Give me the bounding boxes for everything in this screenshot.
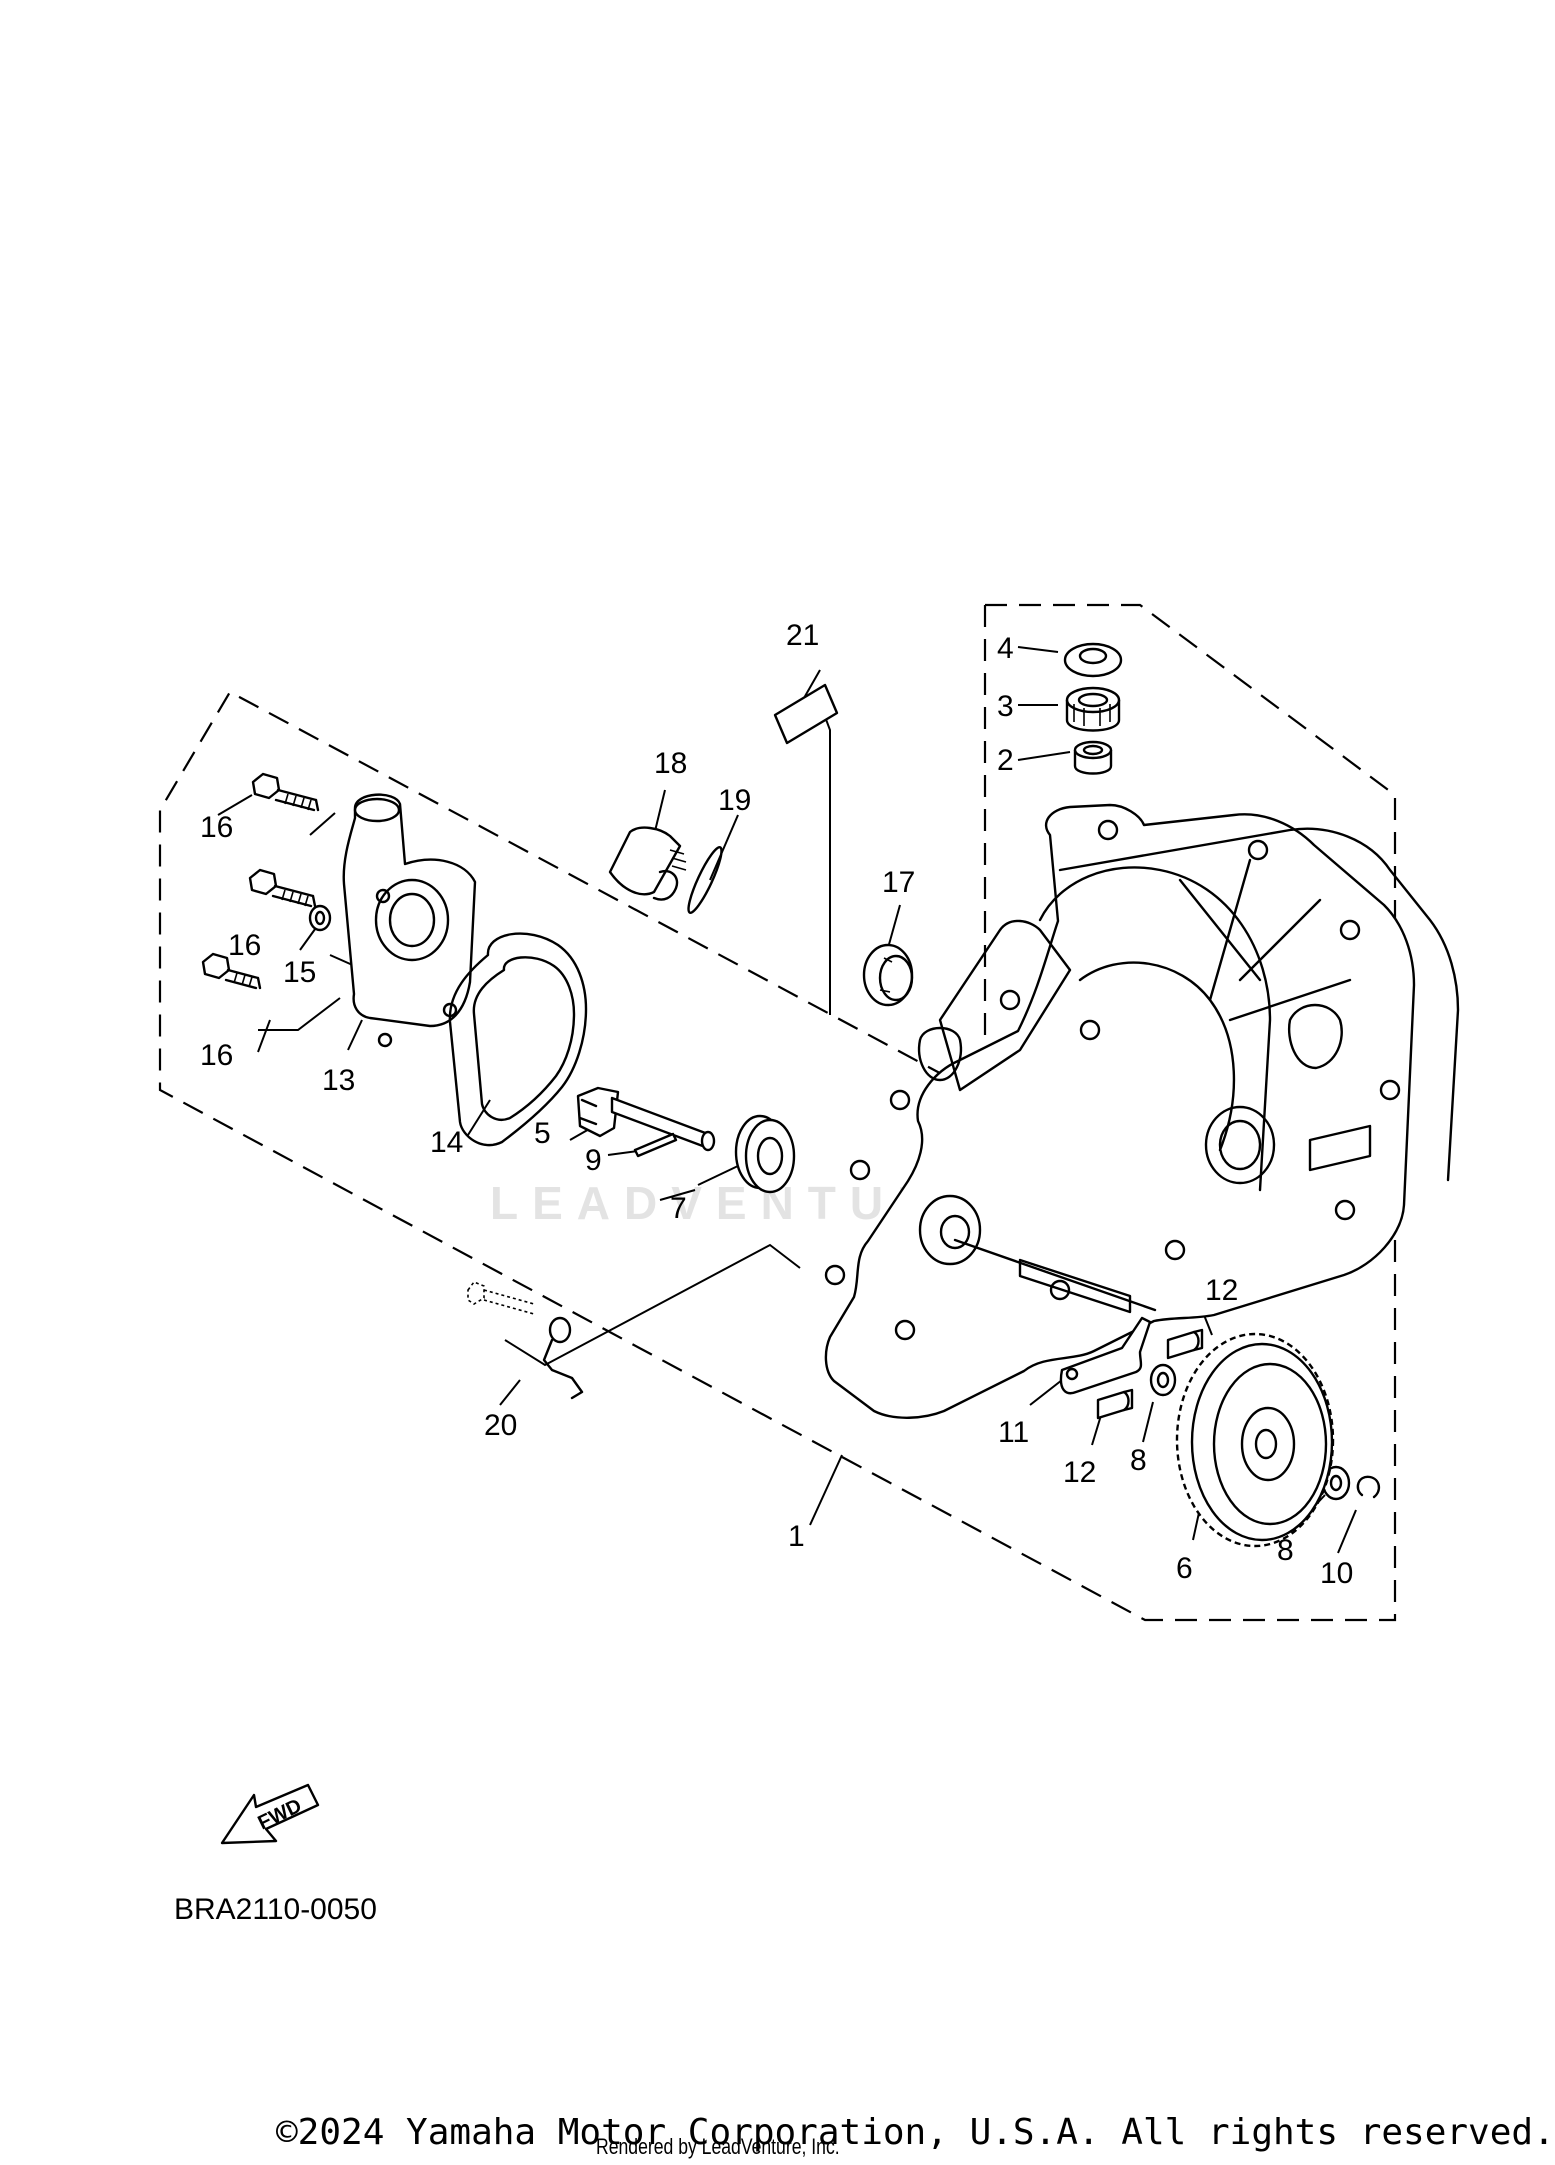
screw-12-top bbox=[1166, 1328, 1204, 1360]
callout-12-bottom[interactable]: 12 bbox=[1063, 1456, 1096, 1489]
callout-20[interactable]: 20 bbox=[484, 1409, 517, 1442]
collar-2 bbox=[1073, 740, 1113, 775]
parts-diagram: FWD 4 3 2 21 18 19 17 16 16 16 15 13 14 … bbox=[158, 603, 1460, 1845]
callout-16-bottom[interactable]: 16 bbox=[200, 1039, 233, 1072]
callouts: 4 3 2 21 18 19 17 16 16 16 15 13 14 5 9 … bbox=[200, 619, 1353, 1590]
cap-18 bbox=[608, 826, 687, 901]
fwd-arrow-icon: FWD bbox=[220, 1783, 320, 1845]
o-ring-19 bbox=[687, 846, 723, 914]
washer-15 bbox=[308, 904, 332, 932]
callout-6[interactable]: 6 bbox=[1176, 1552, 1193, 1585]
diagram-code: BRA2110-0050 bbox=[174, 1893, 377, 1926]
circlip-10 bbox=[1356, 1475, 1381, 1499]
leader-lines bbox=[217, 646, 1357, 1554]
clamp-20 bbox=[542, 1316, 584, 1400]
callout-10[interactable]: 10 bbox=[1320, 1557, 1353, 1590]
callout-16-top[interactable]: 16 bbox=[200, 811, 233, 844]
callout-7[interactable]: 7 bbox=[670, 1192, 687, 1225]
assembly-boundary bbox=[158, 603, 1397, 1622]
callout-1[interactable]: 1 bbox=[788, 1520, 805, 1553]
callout-12-top[interactable]: 12 bbox=[1205, 1274, 1238, 1307]
callout-21[interactable]: 21 bbox=[786, 619, 819, 652]
oil-seal-17 bbox=[862, 943, 914, 1007]
washer-8-left bbox=[1149, 1363, 1177, 1397]
callout-4[interactable]: 4 bbox=[997, 632, 1014, 665]
callout-14[interactable]: 14 bbox=[430, 1126, 463, 1159]
callout-8-left[interactable]: 8 bbox=[1130, 1444, 1147, 1477]
bolt-20 bbox=[467, 1281, 535, 1315]
callout-15[interactable]: 15 bbox=[283, 956, 316, 989]
callout-5[interactable]: 5 bbox=[534, 1117, 551, 1150]
bearing-3 bbox=[1065, 686, 1121, 732]
plate-11 bbox=[1059, 1316, 1152, 1395]
callout-3[interactable]: 3 bbox=[997, 690, 1014, 723]
gasket-14 bbox=[448, 932, 588, 1147]
copyright-notice: ©2024 Yamaha Motor Corporation, U.S.A. A… bbox=[276, 2112, 1555, 2153]
impeller-shaft-5 bbox=[576, 1086, 716, 1152]
bolt-16-middle bbox=[248, 868, 317, 908]
label-21 bbox=[773, 683, 839, 745]
bolt-16-bottom bbox=[201, 952, 262, 990]
bolt-16-top bbox=[251, 772, 320, 812]
callout-16-middle[interactable]: 16 bbox=[228, 929, 261, 962]
screw-12-bottom bbox=[1096, 1388, 1134, 1420]
pump-cover-13 bbox=[342, 793, 477, 1048]
callout-2[interactable]: 2 bbox=[997, 744, 1014, 777]
callout-13[interactable]: 13 bbox=[322, 1064, 355, 1097]
callout-8-right[interactable]: 8 bbox=[1277, 1534, 1294, 1567]
pin-9 bbox=[633, 1132, 678, 1158]
callout-11[interactable]: 11 bbox=[998, 1416, 1029, 1449]
callout-19[interactable]: 19 bbox=[718, 784, 751, 817]
callout-9[interactable]: 9 bbox=[585, 1144, 602, 1177]
crankcase-cover-1 bbox=[824, 803, 1460, 1419]
gear-6 bbox=[1175, 1332, 1335, 1548]
seal-4 bbox=[1063, 642, 1123, 678]
callout-17[interactable]: 17 bbox=[882, 866, 915, 899]
bearing-7 bbox=[734, 1114, 796, 1194]
callout-18[interactable]: 18 bbox=[654, 747, 687, 780]
rendered-by-credit: Rendered by LeadVenture, Inc. bbox=[596, 2134, 840, 2159]
